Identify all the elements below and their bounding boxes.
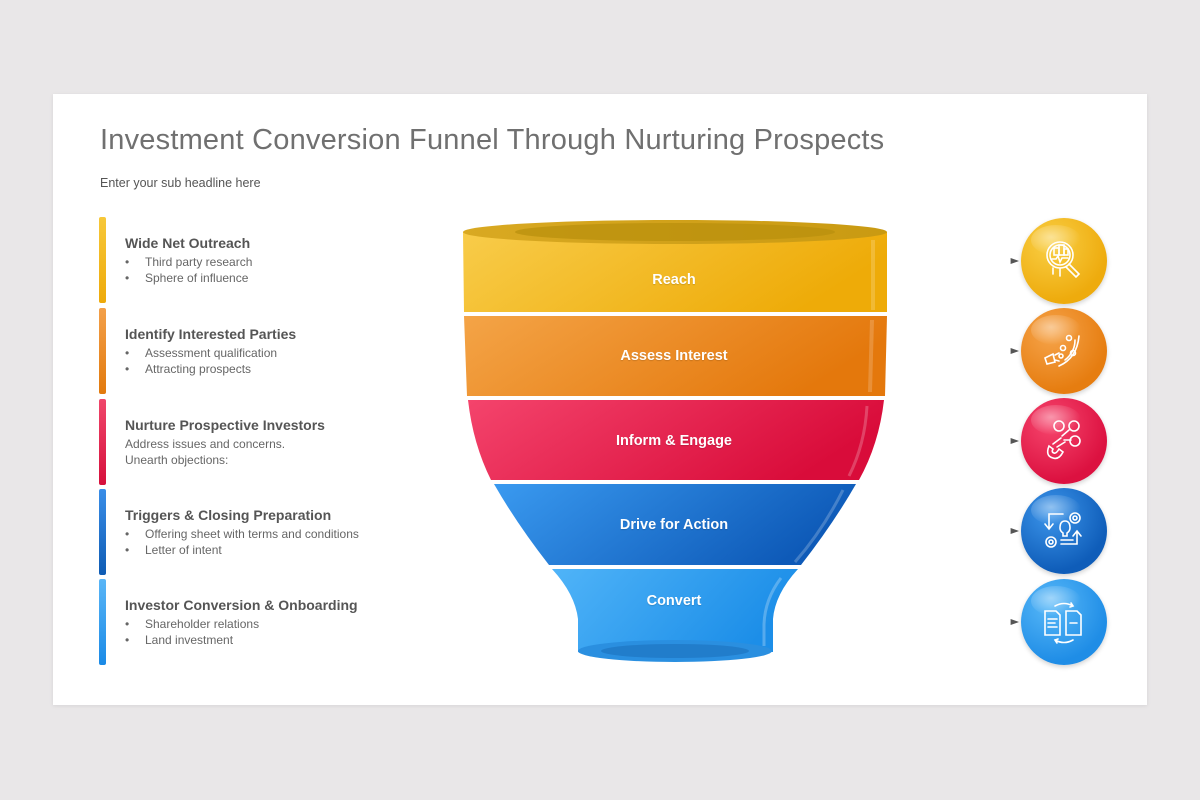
stage-item: Investor Conversion & Onboarding Shareho… xyxy=(99,579,429,665)
stage-lines: Address issues and concerns. Unearth obj… xyxy=(125,436,285,468)
stage-line: Address issues and concerns. xyxy=(125,437,286,451)
stage-item: Identify Interested Parties Assessment q… xyxy=(99,308,429,394)
stage-color-bar xyxy=(99,308,106,394)
funnel-segment-assess-interest: Assess Interest xyxy=(620,348,728,364)
funnel-segment-reach: Reach xyxy=(652,272,696,288)
stage-heading: Nurture Prospective Investors xyxy=(125,417,325,433)
stage-bullet: Sphere of influence xyxy=(125,270,252,286)
slide-subtitle: Enter your sub headline here xyxy=(100,176,261,190)
stage-bullet: Third party research xyxy=(125,254,252,270)
reach-icon-circle xyxy=(1021,218,1107,304)
magnifier-chart-icon xyxy=(1046,241,1081,279)
stage-bullet: Attracting prospects xyxy=(125,361,277,377)
drive-for-action-icon-circle xyxy=(1021,488,1107,574)
stage-color-bar xyxy=(99,399,106,485)
convert-icon-circle xyxy=(1021,579,1107,665)
document-exchange-icon xyxy=(1044,602,1082,644)
stage-item: Nurture Prospective Investors Address is… xyxy=(99,399,429,485)
stage-line: Unearth objections: xyxy=(125,453,229,467)
magnet-people-icon xyxy=(1046,420,1081,460)
stage-bullet: Shareholder relations xyxy=(125,616,259,632)
stage-bullets: Offering sheet with terms and conditions… xyxy=(125,526,359,558)
megaphone-people-icon xyxy=(1044,334,1080,367)
stage-bullet: Letter of intent xyxy=(125,542,359,558)
stage-heading: Investor Conversion & Onboarding xyxy=(125,597,358,613)
slide: Investment Conversion Funnel Through Nur… xyxy=(53,94,1147,705)
slide-title: Investment Conversion Funnel Through Nur… xyxy=(100,124,885,156)
stage-bullets: Shareholder relations Land investment xyxy=(125,616,259,648)
funnel-segment-drive-for-action: Drive for Action xyxy=(619,517,729,533)
stage-heading: Wide Net Outreach xyxy=(125,235,251,251)
stage-item: Wide Net Outreach Third party research S… xyxy=(99,217,429,303)
assess-interest-icon-circle xyxy=(1021,308,1107,394)
stage-bullets: Third party research Sphere of influence xyxy=(125,254,252,286)
stage-item: Triggers & Closing Preparation Offering … xyxy=(99,489,429,575)
funnel-segment-convert: Convert xyxy=(646,593,702,609)
funnel-segment-inform-engage: Inform & Engage xyxy=(615,433,732,449)
stage-bullet: Land investment xyxy=(125,632,259,648)
lightbulb-gears-icon xyxy=(1044,512,1082,548)
stage-heading: Triggers & Closing Preparation xyxy=(125,507,332,523)
stage-heading: Identify Interested Parties xyxy=(125,326,297,342)
stage-color-bar xyxy=(99,489,106,575)
stage-bullet: Offering sheet with terms and conditions xyxy=(125,526,359,542)
stage-bullet: Assessment qualification xyxy=(125,345,277,361)
inform-engage-icon-circle xyxy=(1021,398,1107,484)
stage-bullets: Assessment qualification Attracting pros… xyxy=(125,345,277,377)
stage-color-bar xyxy=(99,579,106,665)
stage-color-bar xyxy=(99,217,106,303)
